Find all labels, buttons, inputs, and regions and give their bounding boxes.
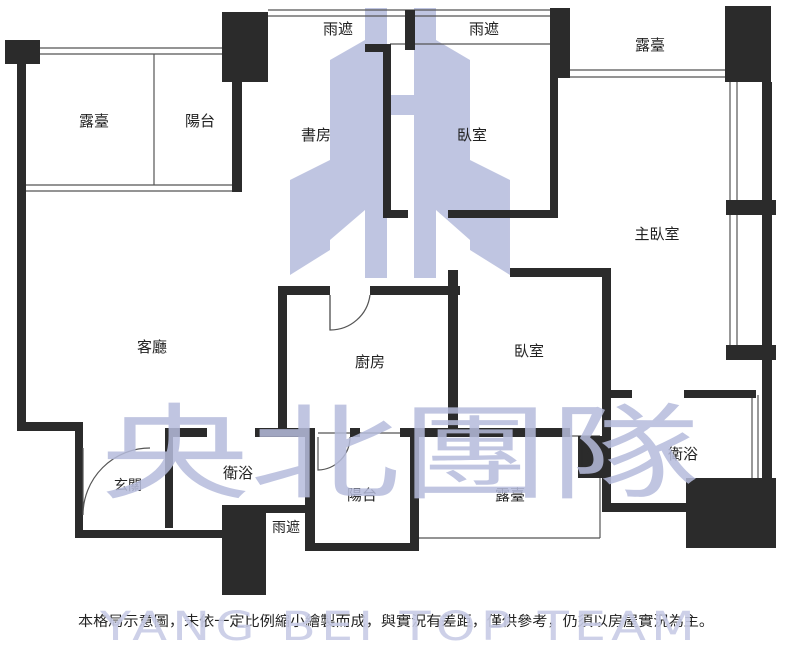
label-rain-cover-bottom: 雨遮: [272, 520, 300, 536]
entrance-door: [82, 447, 151, 516]
shaft-box: [581, 439, 599, 475]
label-terrace-left: 露臺: [79, 112, 109, 130]
label-bathroom-left: 衛浴: [223, 464, 253, 482]
label-rain-cover-2: 雨遮: [469, 20, 499, 38]
label-master-bedroom: 主臥室: [634, 225, 679, 243]
label-terrace-bottom: 露臺: [495, 486, 525, 504]
label-study: 書房: [301, 126, 331, 144]
label-terrace-top-right: 露臺: [635, 36, 665, 54]
walls: [5, 6, 776, 595]
label-living-room: 客廳: [137, 338, 167, 356]
label-bedroom-top: 臥室: [457, 126, 487, 144]
watermark-chinese: 央北團隊: [100, 393, 700, 515]
doors: [82, 294, 371, 516]
label-balcony-top: 陽台: [185, 112, 215, 130]
label-balcony-bottom: 陽台: [347, 486, 377, 504]
label-bathroom-right: 衛浴: [668, 445, 698, 463]
label-rain-cover-1: 雨遮: [323, 20, 353, 38]
room-labels: 露臺 陽台 書房 雨遮 雨遮 臥室 露臺 主臥室 客廳 廚房 臥室 衛浴 玄關 …: [79, 20, 698, 536]
label-entrance: 玄關: [114, 477, 142, 494]
label-kitchen: 廚房: [355, 353, 385, 371]
watermark-english: YANG BEI TOP TEAM: [99, 604, 700, 650]
window-lines: [25, 9, 759, 539]
disclaimer: 本格局示意圖，未依一定比例縮小繪製而成，與實況有差距，僅供參考，仍須以房屋實況為…: [78, 613, 714, 630]
kitchen-door: [329, 294, 371, 331]
label-bedroom-middle: 臥室: [514, 342, 544, 360]
balcony-door: [317, 436, 351, 471]
watermark-logo: [290, 8, 510, 278]
